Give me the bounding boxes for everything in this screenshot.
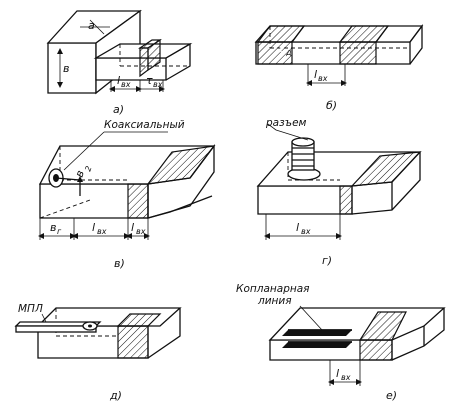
svg-text:вх: вх [136, 227, 146, 236]
dielectric-slab-v [127, 183, 149, 219]
svg-text:вх: вх [97, 227, 107, 236]
dim-a-label: a [88, 19, 95, 32]
len-g-label: l [296, 221, 299, 234]
annotation-coplanar-line2: линия [257, 295, 292, 307]
tau-a-label: τ [146, 74, 153, 87]
len-v-label-2: l [131, 221, 134, 234]
svg-text:вх: вх [121, 80, 131, 89]
coplanar-strip-upper [282, 330, 352, 336]
panel-v: в 2 Коаксиальный в г l вх l вх в) [38, 119, 216, 270]
len-b-label: l [314, 68, 317, 81]
block-front-face [47, 42, 97, 94]
caption-d: д) [109, 389, 122, 402]
annotation-mpl: МПЛ [18, 303, 43, 315]
annotation-coplanar-line1: Копланарная [236, 283, 309, 295]
panel-b: ε д l вх б) [254, 24, 424, 112]
svg-text:д: д [285, 48, 292, 57]
annotation-coaxial: Коаксиальный [104, 119, 185, 131]
panel-g: разъем l вх г) [256, 117, 422, 267]
svg-text:в: в [73, 168, 87, 179]
coplanar-strip-lower [282, 342, 352, 348]
svg-text:ε: ε [279, 42, 285, 55]
svg-text:вх: вх [301, 227, 311, 236]
panel-d: МПЛ д) [14, 303, 182, 402]
caption-a: а) [113, 103, 124, 116]
caption-e: е) [386, 389, 397, 402]
len-a-label: l [117, 74, 120, 87]
svg-text:вх: вх [318, 74, 328, 83]
caption-v: в) [114, 257, 125, 270]
panel-e: Копланарная линия l вх е) [236, 283, 446, 402]
dielectric-slab-e [359, 339, 393, 361]
svg-text:вх: вх [153, 80, 163, 89]
svg-text:г: г [57, 227, 62, 236]
len-e-label: l [336, 367, 339, 380]
svg-text:вх: вх [341, 373, 351, 382]
annotation-connector: разъем [265, 117, 307, 129]
dim-b-label: в [63, 62, 69, 75]
dielectric-slab-g [339, 185, 353, 215]
caption-g: г) [322, 254, 332, 267]
dielectric-slab-d [117, 325, 149, 359]
caption-b: б) [326, 99, 337, 112]
len-v-label-1: l [92, 221, 95, 234]
panel-a: a в l вх τ вх а) [46, 9, 193, 116]
dim-bg-label: в [50, 221, 56, 234]
svg-text:2: 2 [83, 165, 93, 173]
guide-front-g [257, 185, 353, 215]
